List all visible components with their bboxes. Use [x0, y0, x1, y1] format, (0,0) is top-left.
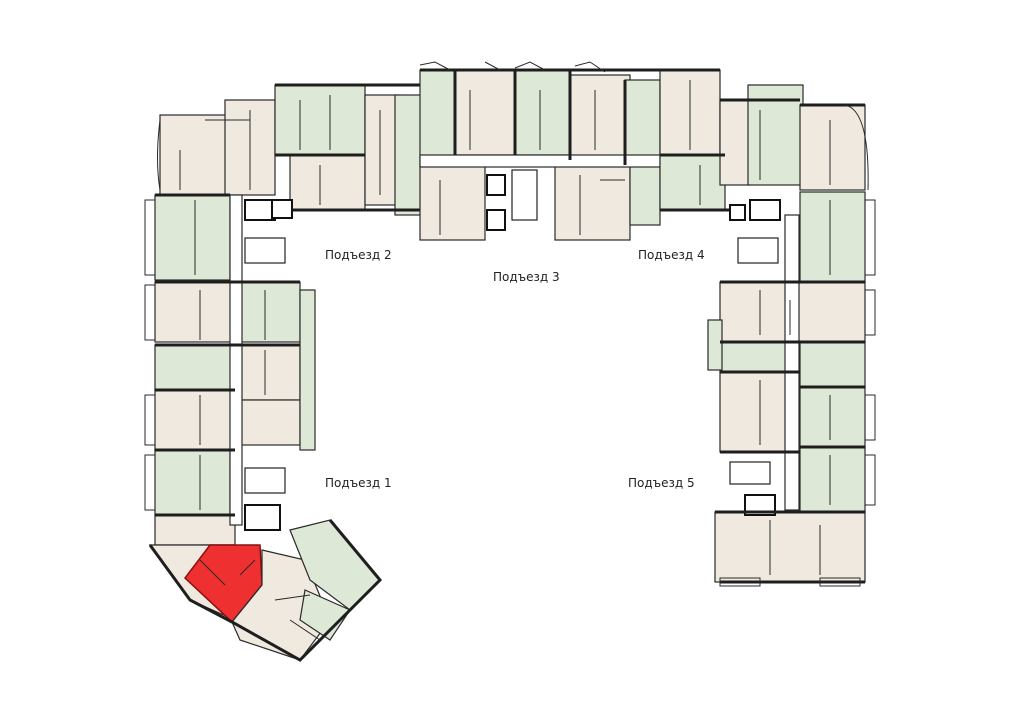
stairwell — [511, 169, 538, 221]
apartment[interactable] — [364, 94, 401, 206]
elevator — [271, 199, 293, 219]
top-left-block — [271, 83, 426, 219]
apartment[interactable] — [299, 289, 316, 451]
top-center-block — [419, 61, 661, 241]
entrance-label-1: Подъезд 1 — [325, 476, 392, 490]
apartment[interactable] — [629, 164, 661, 226]
apartment[interactable] — [154, 449, 231, 516]
apartment[interactable] — [159, 114, 229, 196]
apartment[interactable] — [419, 164, 486, 241]
entrance-label-3: Подъезд 3 — [493, 270, 560, 284]
elevator — [729, 204, 746, 221]
apartment[interactable] — [419, 69, 456, 166]
left-wing — [144, 99, 316, 546]
apartment[interactable] — [154, 281, 236, 343]
angled-block — [148, 519, 383, 662]
apartment[interactable] — [299, 589, 351, 641]
entrance-label-2: Подъезд 2 — [325, 248, 392, 262]
apartment[interactable] — [274, 84, 366, 156]
corridor — [229, 194, 243, 526]
apartment[interactable] — [154, 344, 236, 391]
elevator — [244, 504, 281, 531]
elevator — [744, 494, 776, 516]
apartment[interactable] — [514, 69, 571, 156]
apartment[interactable] — [569, 74, 631, 161]
apartment[interactable] — [154, 389, 236, 451]
elevator — [749, 199, 781, 221]
apartment[interactable] — [454, 69, 516, 156]
apartment[interactable] — [799, 191, 866, 283]
elevator — [244, 199, 276, 221]
apartment[interactable] — [799, 386, 866, 448]
stairwell — [244, 467, 286, 494]
apartment[interactable] — [154, 194, 231, 281]
corridor — [784, 214, 800, 511]
apartment[interactable] — [234, 281, 301, 343]
apartment[interactable] — [234, 344, 301, 401]
apartment[interactable] — [714, 511, 866, 583]
stairwell — [729, 461, 771, 485]
apartment[interactable] — [799, 341, 866, 388]
stairwell — [737, 237, 779, 264]
apartment[interactable] — [719, 99, 751, 186]
apartment[interactable] — [799, 104, 866, 191]
entrance-labels: Подъезд 1 Подъезд 2 Подъезд 3 Подъезд 4 … — [325, 248, 705, 490]
entrance-label-4: Подъезд 4 — [638, 248, 705, 262]
apartment[interactable] — [289, 154, 366, 211]
apartment[interactable] — [554, 164, 631, 241]
apartment[interactable] — [234, 399, 301, 446]
elevator — [486, 174, 506, 196]
elevator — [486, 209, 506, 231]
apartment[interactable] — [707, 319, 723, 371]
apartment[interactable] — [719, 371, 796, 453]
entrance-label-5: Подъезд 5 — [628, 476, 695, 490]
top-right-block — [659, 68, 869, 221]
apartment[interactable] — [154, 514, 236, 546]
stairwell — [244, 237, 286, 264]
apartment[interactable] — [799, 446, 866, 513]
right-wing — [707, 191, 876, 587]
apartment[interactable] — [659, 154, 726, 211]
